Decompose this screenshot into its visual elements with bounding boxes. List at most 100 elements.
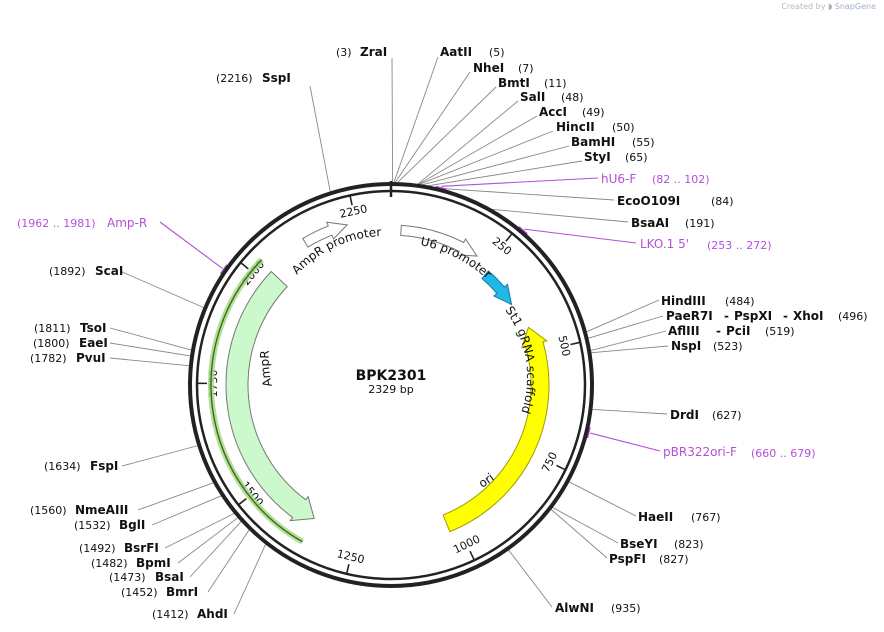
enzyme-pos-hindiii: (484) [725,295,755,308]
enzyme-name-sali: SalI [520,90,545,104]
enzyme-name-ahdi: AhdI [197,607,228,621]
enzyme-name-bmri: BmrI [166,585,198,599]
enzyme-leader-line [416,100,519,186]
tick-label: 2250 [338,202,368,221]
enzyme-pos-bgli: (1532) [74,519,111,532]
enzyme-leader-line [426,160,583,187]
enzyme-name-fspi: FspI [90,459,118,473]
enzyme-pos-bmti: (11) [544,77,567,90]
enzyme-leader-line [121,445,199,467]
backbone [188,181,594,588]
enzyme-name-bseyi: BseYI [620,537,658,551]
enzyme-pos-hincii: (50) [612,121,635,134]
enzyme-leader-line [207,528,250,593]
enzyme-leader-line [417,130,554,186]
enzyme-labels: (3) ZraI AatII (5) NheI (7) BmtI (11) Sa… [30,45,868,621]
enzyme-leader-line [590,345,669,354]
enzyme-sep-2: - [783,309,788,323]
tick-mark [570,341,581,346]
enzyme-name-tsoi: TsoI [80,321,106,335]
tick-label: 500 [555,334,572,357]
tick-label: 1000 [451,533,482,557]
feature-arrow-st1-grna-scaffold[interactable] [481,270,513,306]
enzyme-name-paer7i: PaeR7I [666,309,713,323]
features [208,221,550,545]
enzyme-leader-line [568,481,637,517]
credit-text: Created by [781,2,826,11]
enzyme-pos-bsaai: (191) [685,217,715,230]
tick-mark [345,563,350,575]
enzyme-leader-line [396,86,497,184]
enzyme-name-sspi: SspI [262,71,291,85]
enzyme-name-hindiii: HindIII [661,294,706,308]
snapgene-credit: Created by ◗ SnapGene [781,2,876,11]
primer-range-pbr322orif: (660 .. 679) [751,447,816,460]
enzyme-pos-bpmi: (1482) [91,557,128,570]
enzyme-leader-line [585,299,660,333]
primer-leader-line [590,432,661,452]
enzyme-sep-3: - [716,324,721,338]
enzyme-leader-line [420,145,570,186]
enzyme-name-pvui: PvuI [76,351,106,365]
enzyme-name-bpmi: BpmI [136,556,171,570]
enzyme-pos-bsai: (1473) [109,571,146,584]
enzyme-leader-line [591,408,668,415]
feature-arrow-ori[interactable] [442,326,550,533]
tick-label: 1250 [336,547,366,566]
enzyme-leader-line [109,357,190,367]
enzyme-pos-eaei: (1800) [33,337,70,350]
enzyme-name-zrai: ZraI [360,45,387,59]
enzyme-name-bgli: BglI [119,518,145,532]
feature-arrow-u6-promoter[interactable] [400,224,478,257]
enzyme-sep-1: - [724,309,729,323]
enzyme-leader-line [551,506,619,544]
enzyme-name-nhei: NheI [473,61,504,75]
primer-name-hu6f: hU6-F [601,172,636,186]
snapgene-logo-icon: ◗ [827,2,833,11]
enzyme-leader-line [490,208,629,223]
enzyme-pos-bsrfi: (1492) [79,542,116,555]
enzyme-pos-tsoi: (1811) [34,322,71,335]
enzyme-leader-line [309,85,331,193]
enzyme-pos-acci: (49) [582,106,605,119]
enzyme-pos-bamhi: (55) [632,136,655,149]
enzyme-leader-line [137,482,215,511]
enzyme-leader-line [507,549,553,608]
enzyme-name-bsrfi: BsrFI [124,541,159,555]
enzyme-pos-xhoi: (496) [838,310,868,323]
enzyme-pos-bseyi: (823) [674,538,704,551]
enzyme-name-ecoo109i: EcoO109I [617,194,680,208]
enzyme-pos-pvui: (1782) [30,352,67,365]
enzyme-name-alwni: AlwNI [555,601,594,615]
enzyme-pos-nspi: (523) [713,340,743,353]
feature-label-st1: St1 gRNA scaffold [503,304,539,416]
enzyme-pos-ecoo109i: (84) [711,195,734,208]
enzyme-leader-line [189,520,242,578]
enzyme-pos-haeii: (767) [691,511,721,524]
enzyme-name-haeii: HaeII [638,510,673,524]
enzyme-pos-ahdi: (1412) [152,608,189,621]
tick-mark [349,195,353,206]
primer-name-lko: LKO.1 5' [640,237,689,251]
feature-label-ampr: AmpR [258,350,275,388]
enzyme-name-bamhi: BamHI [571,135,615,149]
primer-name-pbr322orif: pBR322ori-F [663,445,737,459]
primer-range-hu6f: (82 .. 102) [652,173,710,186]
enzyme-leader-line [164,512,236,549]
enzyme-name-bsaai: BsaAI [631,216,669,230]
enzyme-pos-scai: (1892) [49,265,86,278]
enzyme-leader-line [417,115,538,186]
enzyme-name-pspxi: PspXI [734,309,772,323]
enzyme-pos-pcii: (519) [765,325,795,338]
enzyme-pos-sali: (48) [561,91,584,104]
plasmid-size: 2329 bp [368,383,413,396]
enzyme-leader-line [391,57,394,184]
enzyme-name-scai: ScaI [95,264,123,278]
feature-arrow-ampr[interactable] [225,270,315,522]
enzyme-name-pspfi: PspFI [609,552,646,566]
feature-arrow-ampr-promoter[interactable] [302,221,349,248]
enzyme-leader-line [151,495,223,526]
enzyme-pos-nmeaiii: (1560) [30,504,67,517]
tick-mark [240,261,249,270]
primer-leader-line [159,221,223,269]
